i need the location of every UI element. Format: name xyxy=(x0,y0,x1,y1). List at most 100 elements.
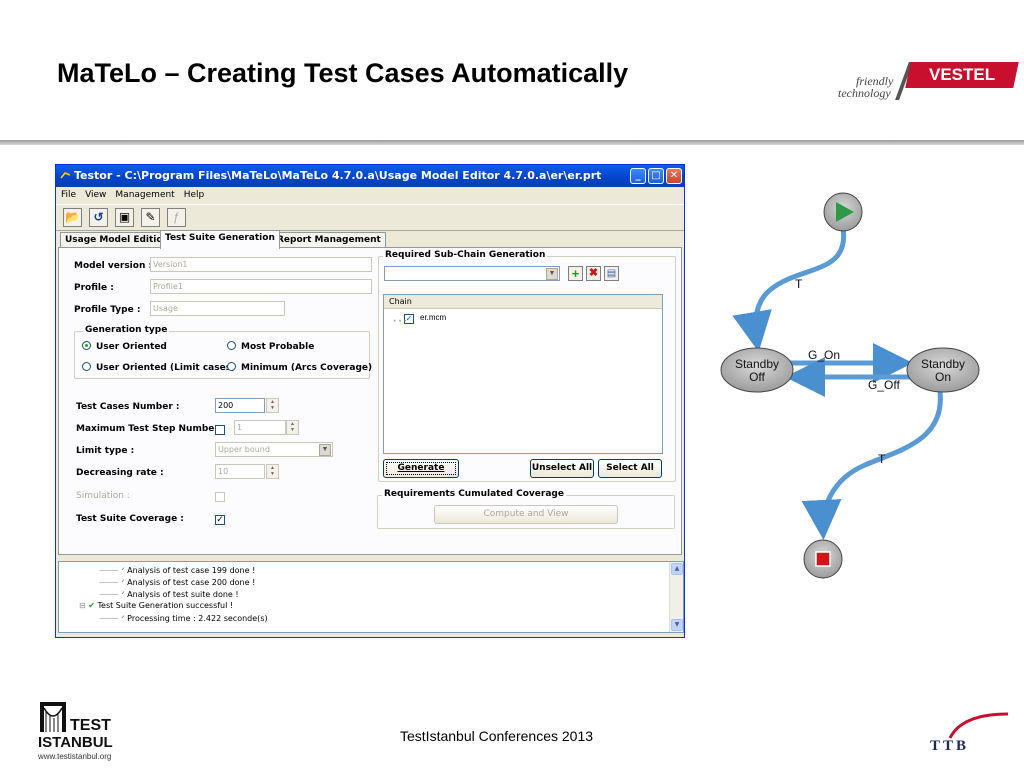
generation-type-title: Generation type xyxy=(83,325,170,335)
delete-icon[interactable]: ✖ xyxy=(586,266,601,281)
chevron-down-icon[interactable]: ▼ xyxy=(546,268,558,280)
minimize-icon[interactable]: _ xyxy=(630,168,646,184)
copy-icon[interactable]: ▣ xyxy=(115,208,134,227)
edge-on-to-stop xyxy=(801,391,943,540)
radio-minimum-arcs[interactable]: Minimum (Arcs Coverage) xyxy=(227,362,372,373)
vestel-logo: friendly technology VESTEL xyxy=(836,60,1019,100)
max-test-step-field[interactable]: 1 xyxy=(234,420,286,435)
coverage-label: Test Suite Coverage : xyxy=(76,514,184,524)
max-test-step-spinner[interactable]: ▲▼ xyxy=(286,420,299,435)
log-line: ⸻ ᐟ Analysis of test case 199 done ! xyxy=(99,566,256,575)
chain-column-header[interactable]: Chain xyxy=(384,295,662,309)
profile-label: Profile : xyxy=(74,283,114,293)
settings-icon[interactable]: ✎ xyxy=(141,208,160,227)
toolbar: 📂 ↺ ▣ ✎ ƒ xyxy=(56,204,684,231)
log-scrollbar[interactable]: ▲ ▼ xyxy=(669,562,683,632)
generation-type-group: Generation type User Oriented Most Proba… xyxy=(74,325,372,379)
compute-and-view-button[interactable]: Compute and View xyxy=(434,505,618,524)
label-t-bottom: T xyxy=(878,452,886,466)
label-standby-on-1: Standby xyxy=(921,357,965,371)
coverage-group: Requirements Cumulated Coverage Compute … xyxy=(377,489,675,529)
svg-text:TEST: TEST xyxy=(70,717,111,734)
menu-management[interactable]: Management xyxy=(115,190,175,200)
edge-start-to-off xyxy=(732,227,847,352)
subchain-select[interactable] xyxy=(384,266,560,281)
label-standby-off-1: Standby xyxy=(735,357,779,371)
label-standby-on-2: On xyxy=(935,370,951,384)
simulation-label: Simulation : xyxy=(76,491,130,501)
brand-name: VESTEL xyxy=(905,62,1019,88)
stop-icon xyxy=(815,551,831,567)
refresh-icon[interactable]: ↺ xyxy=(89,208,108,227)
model-version-label: Model version : xyxy=(74,261,153,271)
limit-type-select[interactable]: Upper bound xyxy=(215,442,333,457)
scroll-down-icon[interactable]: ▼ xyxy=(671,619,683,631)
menu-file[interactable]: File xyxy=(61,190,77,200)
coverage-group-title: Requirements Cumulated Coverage xyxy=(382,489,566,499)
label-go-off: G_Off xyxy=(868,378,900,392)
slide-title: MaTeLo – Creating Test Cases Automatical… xyxy=(57,58,629,88)
radio-user-oriented-limit[interactable]: User Oriented (Limit cases) xyxy=(82,362,235,373)
tree-connector: ··· xyxy=(392,312,408,329)
brand-tagline-2: technology xyxy=(838,86,891,100)
tab-test-suite-generation[interactable]: Test Suite Generation xyxy=(160,230,280,249)
tab-usage-model-edition[interactable]: Usage Model Edition xyxy=(60,232,174,248)
test-cases-spinner[interactable]: ▲▼ xyxy=(266,398,279,413)
profile-type-label: Profile Type : xyxy=(74,305,141,315)
testistanbul-logo: TEST ISTANBUL www.testistanbul.org xyxy=(38,702,113,761)
log-pane[interactable]: ⸻ ᐟ Analysis of test case 199 done ! ⸻ ᐟ… xyxy=(58,561,684,633)
formula-icon[interactable]: ƒ xyxy=(167,208,186,227)
maximize-icon[interactable]: □ xyxy=(648,168,664,184)
play-icon xyxy=(836,202,854,222)
window-titlebar[interactable]: Testor - C:\Program Files\MaTeLo\MaTeLo … xyxy=(56,165,684,187)
unselect-all-button[interactable]: Unselect All xyxy=(530,459,594,478)
chain-item-checkbox[interactable]: ✓ xyxy=(404,314,414,324)
brand-tagline-1: friendly xyxy=(856,74,894,88)
max-test-step-label: Maximum Test Step Number : xyxy=(76,424,226,434)
menu-bar: File View Management Help xyxy=(56,187,684,203)
svg-text:TTB: TTB xyxy=(930,738,969,754)
decreasing-rate-field[interactable]: 10 xyxy=(215,464,265,479)
select-all-button[interactable]: Select All xyxy=(598,459,662,478)
tab-report-management[interactable]: Report Management xyxy=(272,232,386,248)
state-standby-on xyxy=(906,347,980,393)
save-icon[interactable]: ▤ xyxy=(604,266,619,281)
svg-text:ISTANBUL: ISTANBUL xyxy=(38,734,113,751)
label-go-on: G_On xyxy=(808,348,840,362)
profile-type-field[interactable]: Usage xyxy=(150,301,285,316)
ttb-logo: TTB xyxy=(930,712,1009,754)
radio-most-probable[interactable]: Most Probable xyxy=(227,341,314,352)
simulation-checkbox[interactable] xyxy=(215,492,225,502)
chevron-down-icon[interactable]: ▼ xyxy=(319,444,331,456)
radio-user-oriented[interactable]: User Oriented xyxy=(82,341,167,352)
footer-text: TestIstanbul Conferences 2013 xyxy=(400,728,594,744)
scroll-up-icon[interactable]: ▲ xyxy=(671,563,683,575)
max-test-step-checkbox[interactable] xyxy=(215,425,225,435)
svg-text:www.testistanbul.org: www.testistanbul.org xyxy=(38,752,111,761)
chain-list[interactable]: Chain ✓ ··· er.mcm xyxy=(383,294,663,454)
profile-field[interactable]: Profile1 xyxy=(150,279,372,294)
radio-icon xyxy=(227,341,236,350)
state-standby-off xyxy=(720,347,794,393)
radio-icon xyxy=(82,362,91,371)
decreasing-rate-spinner[interactable]: ▲▼ xyxy=(266,464,279,479)
chain-item-label: er.mcm xyxy=(420,313,447,322)
add-icon[interactable]: + xyxy=(568,266,583,281)
subchain-group: Required Sub-Chain Generation ▼ + ✖ ▤ xyxy=(378,250,676,482)
header-rule xyxy=(0,140,1024,145)
close-icon[interactable]: ✕ xyxy=(666,168,682,184)
menu-help[interactable]: Help xyxy=(183,190,205,200)
label-standby-off-2: Off xyxy=(749,370,765,384)
open-folder-icon[interactable]: 📂 xyxy=(63,208,82,227)
limit-type-label: Limit type : xyxy=(76,446,135,456)
log-line: ⊟ ✔ Test Suite Generation successful ! xyxy=(79,601,234,610)
subchain-title: Required Sub-Chain Generation xyxy=(383,250,548,260)
generate-button[interactable]: Generate xyxy=(383,459,459,478)
model-version-field[interactable]: Version1 xyxy=(150,257,372,272)
log-line: ⸻ ᐟ Processing time : 2.422 seconde(s) xyxy=(99,614,268,623)
decreasing-rate-label: Decreasing rate : xyxy=(76,468,164,478)
label-t-top: T xyxy=(795,277,803,291)
coverage-checkbox[interactable]: ✓ xyxy=(215,515,225,525)
test-cases-number-field[interactable]: 200 xyxy=(215,398,265,413)
menu-view[interactable]: View xyxy=(85,190,107,200)
